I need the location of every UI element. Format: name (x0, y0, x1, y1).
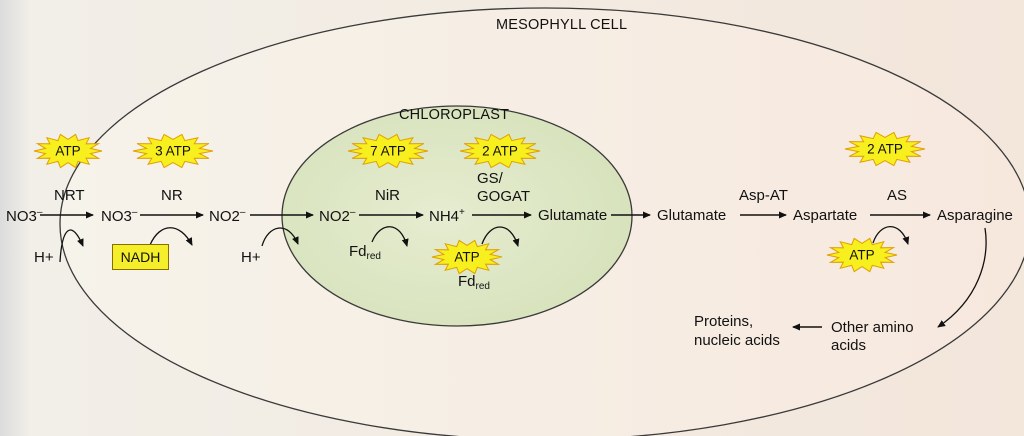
atp-label-as: 2 ATP (867, 141, 903, 157)
atp-burst-gs (459, 133, 541, 169)
proteins-line1: Proteins, (694, 313, 754, 330)
curve-to-other-amino-acids (937, 227, 987, 328)
atp-label-gs-input: ATP (454, 249, 480, 265)
atp-burst-nir (347, 133, 429, 169)
nitrate-inside: NO3– (101, 207, 138, 225)
ferredoxin-gogat: Fdred (458, 273, 490, 292)
other-amino-acids-line2: acids (831, 337, 867, 354)
glutamate-cytosol: Glutamate (657, 207, 727, 224)
nitrite-chloroplast: NO2– (319, 207, 356, 225)
nitrite-cytosol: NO2– (209, 207, 246, 225)
enzyme-nr: NR (161, 187, 183, 204)
nadh-box: NADH (112, 244, 169, 270)
atp-burst-gs-input (431, 239, 503, 275)
enzyme-as: AS (887, 187, 908, 204)
atp-burst-nr (132, 133, 214, 169)
atp-burst-nrt (33, 133, 103, 169)
ammonium: NH4+ (429, 207, 465, 225)
asparagine: Asparagine (937, 207, 1013, 224)
glutamate-chloroplast: Glutamate (538, 207, 608, 224)
atp-label-nrt: ATP (55, 143, 81, 159)
enzyme-gs: GS/ (477, 170, 503, 187)
atp-label-nir: 7 ATP (370, 143, 406, 159)
proton-nrt: H+ (34, 249, 54, 266)
enzyme-nir: NiR (375, 187, 400, 204)
chloroplast-title: CHLOROPLAST (399, 107, 510, 123)
enzyme-asp-at: Asp-AT (739, 187, 788, 204)
curve-h-cotransport (59, 229, 84, 263)
atp-label-gs: 2 ATP (482, 143, 518, 159)
atp-label-nr: 3 ATP (155, 143, 191, 159)
curve-nadh (149, 227, 193, 246)
curve-atp-gs (481, 226, 520, 247)
curve-h-no2 (261, 227, 299, 247)
atp-bursts (33, 131, 926, 275)
cell-title: MESOPHYLL CELL (496, 17, 628, 33)
proteins-line2: nucleic acids (694, 332, 780, 349)
enzyme-gogat: GOGAT (477, 188, 531, 205)
ferredoxin-nir: Fdred (349, 243, 381, 262)
proton-no2: H+ (241, 249, 261, 266)
curve-fd-nir (371, 226, 409, 247)
aspartate: Aspartate (793, 207, 858, 224)
atp-burst-as-input (826, 237, 898, 273)
curve-atp-as (872, 226, 910, 245)
nitrate-outside: NO3– (6, 207, 43, 225)
enzyme-nrt: NRT (54, 187, 85, 204)
atp-burst-as (844, 131, 926, 167)
atp-label-as-input: ATP (849, 247, 875, 263)
other-amino-acids-line1: Other amino (831, 319, 914, 336)
